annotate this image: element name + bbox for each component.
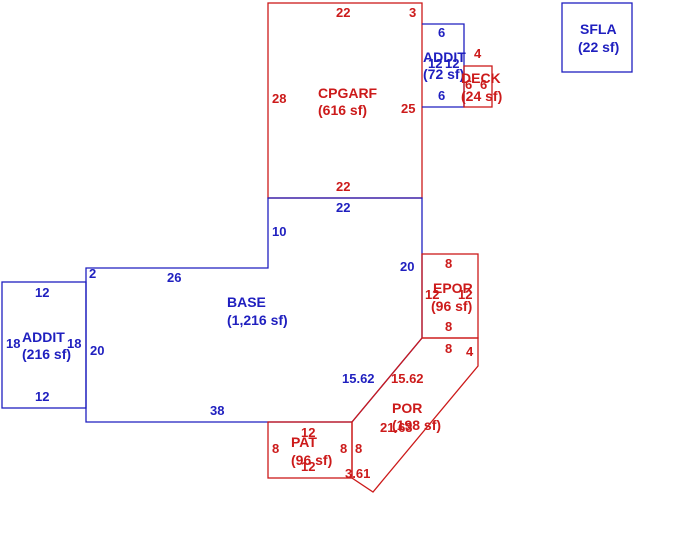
- deck-dim-top: 4: [474, 46, 482, 61]
- cpgarf-left-dim: 28: [272, 91, 286, 106]
- addit-top-dim-bottom: 6: [438, 88, 445, 103]
- base-bottom-dim: 38: [210, 403, 224, 418]
- pat-bottom-dim: 12: [301, 459, 315, 474]
- por-area: (198 sf): [392, 417, 441, 433]
- base-right-dim: 20: [400, 259, 414, 274]
- epor-name: EPOR: [433, 280, 473, 296]
- addit-left-side-dim: 20: [90, 343, 104, 358]
- por-name: POR: [392, 400, 422, 416]
- base-outline: [85, 197, 423, 423]
- epor-left-dim: 12: [425, 287, 439, 302]
- addit-left-top-dim: 12: [35, 285, 49, 300]
- addit-left-left-dim: 18: [6, 336, 20, 351]
- por-bottom-dim: 3.61: [345, 466, 370, 481]
- sfla-outline: [561, 2, 633, 73]
- por-top-dim: 8: [445, 341, 452, 356]
- cpgarf-bottom-dim: 22: [336, 179, 350, 194]
- cpgarf-top-right-dim: 3: [409, 5, 416, 20]
- pat-right-dim: 8: [340, 441, 347, 456]
- base-step-dim: 26: [167, 270, 181, 285]
- deck-area: (24 sf): [461, 88, 502, 104]
- cpgarf-area: (616 sf): [318, 102, 367, 118]
- epor-area: (96 sf): [431, 298, 472, 314]
- deck-outline: [463, 65, 493, 108]
- por-diag-dim: 15.62: [391, 371, 424, 386]
- addit-left-outline: [1, 281, 87, 409]
- addit-left-name: ADDIT: [22, 329, 65, 345]
- por-left-dim: 8: [355, 441, 362, 456]
- sfla-area: (22 sf): [578, 39, 619, 55]
- pat-outline: [267, 421, 353, 479]
- pat-name: PAT: [291, 434, 317, 450]
- addit-left-bottom-dim: 12: [35, 389, 49, 404]
- pat-top-dim: 12: [301, 425, 315, 440]
- base-area: (1,216 sf): [227, 312, 288, 328]
- addit-top-dim-mid2: 12: [445, 56, 459, 71]
- base-notch-dim: 2: [89, 266, 96, 281]
- por-inner-dim: 21.63: [380, 420, 413, 435]
- base-diag-dim: 15.62: [342, 371, 375, 386]
- epor-right-dim: 12: [458, 287, 472, 302]
- epor-top-dim: 8: [445, 256, 452, 271]
- addit-top-name: ADDIT: [423, 49, 466, 65]
- deck-dim-mid: 6: [465, 77, 472, 92]
- addit-top-dim-mid: 12: [428, 56, 442, 71]
- sfla-name: SFLA: [580, 21, 617, 37]
- addit-top-area: (72 sf): [423, 66, 464, 82]
- pat-left-dim: 8: [272, 441, 279, 456]
- deck-name: DECK: [461, 70, 501, 86]
- cpgarf-right-dim: 25: [401, 101, 415, 116]
- cpgarf-top-dim: 22: [336, 5, 350, 20]
- addit-top-dim-top: 6: [438, 25, 445, 40]
- base-top-dim: 22: [336, 200, 350, 215]
- deck-dim-mid2: 6: [480, 77, 487, 92]
- cpgarf-name: CPGARF: [318, 85, 378, 101]
- epor-bottom-dim: 8: [445, 319, 452, 334]
- pat-area: (96 sf): [291, 452, 332, 468]
- addit-left-area: (216 sf): [22, 346, 71, 362]
- base-name: BASE: [227, 294, 266, 310]
- addit-left-right-dim: 18: [67, 336, 81, 351]
- por-right-dim: 4: [466, 344, 474, 359]
- base-left-upper-dim: 10: [272, 224, 286, 239]
